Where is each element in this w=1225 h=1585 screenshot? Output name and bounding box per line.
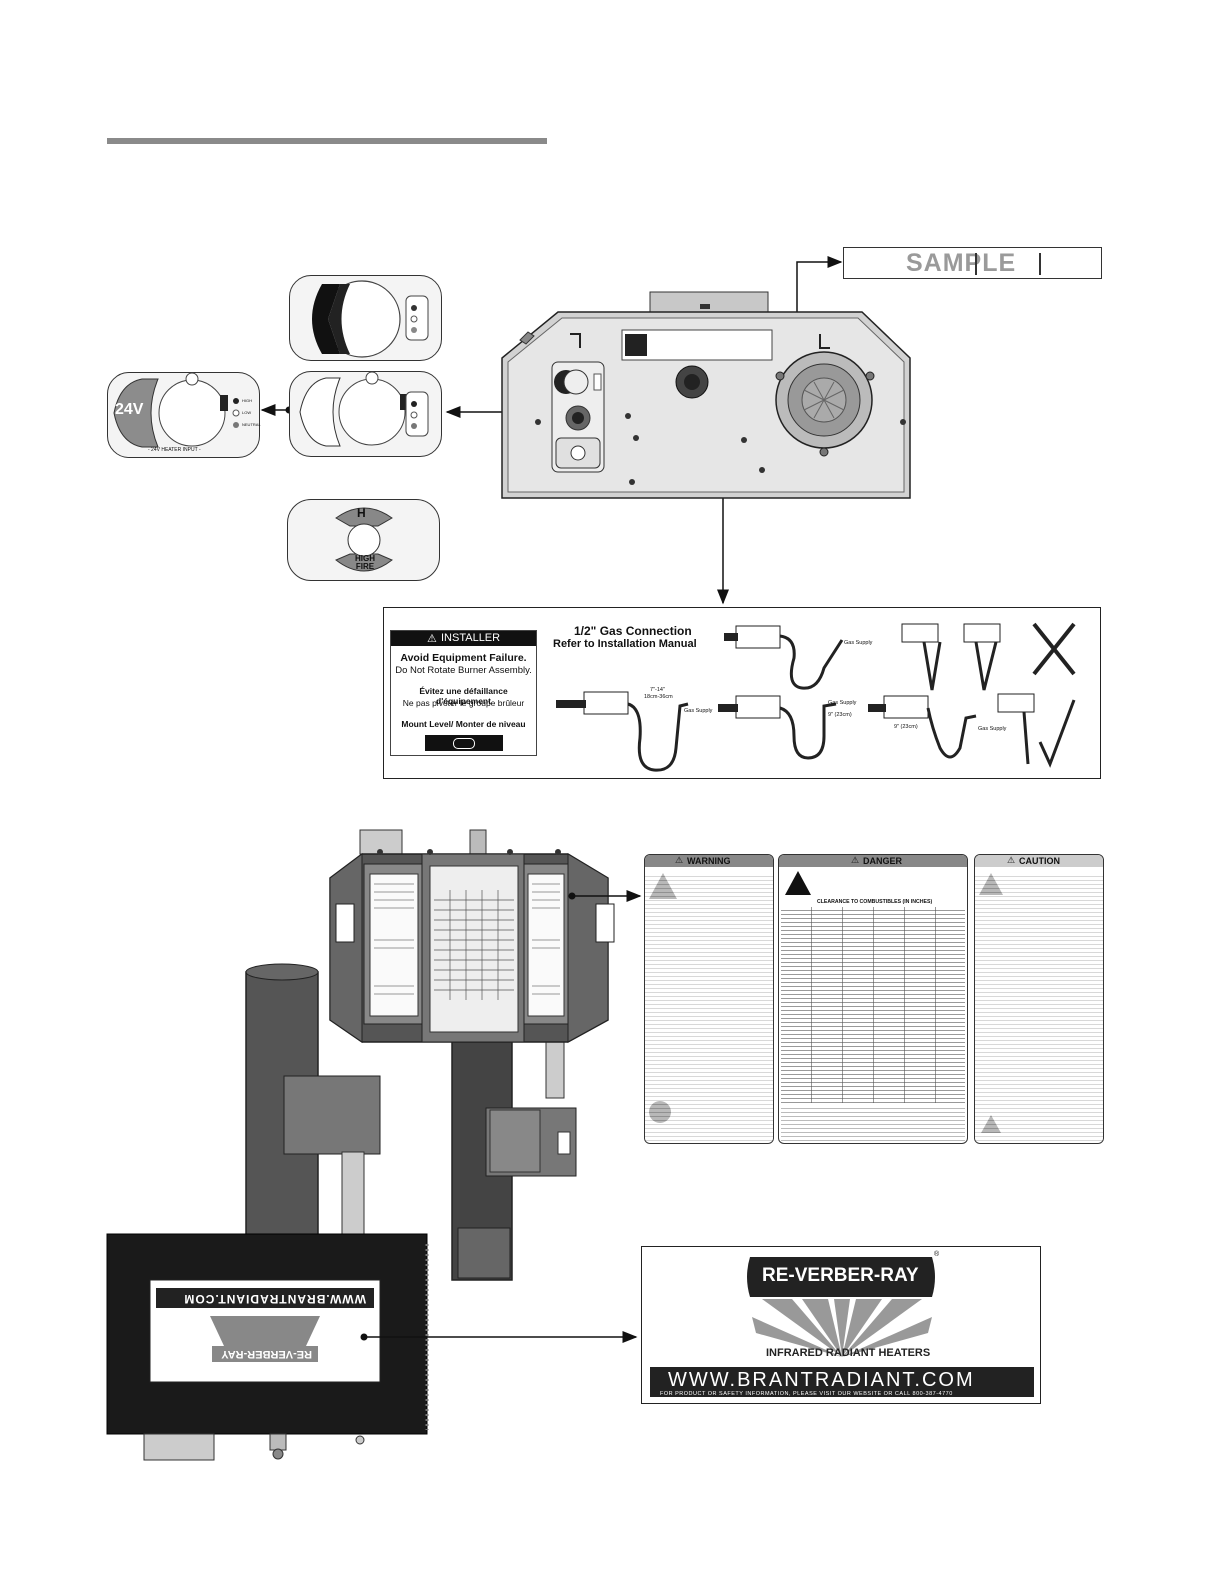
sample-label-box: SAMPLE	[843, 247, 1102, 279]
level-indicator-icon	[425, 735, 503, 751]
gas-connection-title-1: 1/2" Gas Connection	[574, 624, 692, 638]
warning-icon: ⚠	[675, 855, 684, 865]
gas-connection-label: ⚠ INSTALLER Avoid Equipment Failure. Do …	[383, 607, 1101, 779]
danger-fire-icon	[785, 871, 811, 895]
gas-supply-label-1: Gas Supply	[844, 640, 873, 646]
warning-title: WARNING	[687, 856, 731, 866]
installer-line-2: Do Not Rotate Burner Assembly.	[395, 665, 532, 676]
gas-connection-diagrams	[556, 622, 1076, 772]
inverted-brand-label: WWW.BRANTRADIANT.COM RE-VERBER-RAY	[150, 1280, 380, 1382]
caution-label: ⚠ CAUTION	[974, 854, 1104, 1144]
high-fire-switch-panel: H HIGH FIRE	[287, 499, 440, 581]
sample-label-text: SAMPLE	[906, 249, 1017, 277]
danger-title: DANGER	[863, 856, 903, 866]
sample-label-divider	[975, 253, 977, 275]
inverted-website: WWW.BRANTRADIANT.COM	[183, 1292, 366, 1306]
gas-supply-label-2: Gas Supply	[684, 708, 713, 714]
brand-footer: FOR PRODUCT OR SAFETY INFORMATION, PLEAS…	[660, 1391, 953, 1397]
installer-header: ⚠ INSTALLER	[391, 631, 536, 646]
registered-mark: ®	[934, 1251, 940, 1258]
gas-connection-title-2: Refer to Installation Manual	[553, 638, 697, 650]
danger-icon: ⚠	[851, 855, 860, 865]
installer-box: ⚠ INSTALLER Avoid Equipment Failure. Do …	[390, 630, 537, 756]
dim-9in-label-2: 9" (23cm)	[894, 724, 918, 730]
inverted-brand-name: RE-VERBER-RAY	[221, 1348, 312, 1360]
brand-name: RE-VERBER-RAY	[762, 1265, 919, 1286]
led-label-low: LOW	[242, 410, 252, 415]
caution-icon: ⚠	[1007, 855, 1016, 865]
control-panel-detail-top	[289, 275, 442, 361]
brand-tagline: INFRARED RADIANT HEATERS	[766, 1347, 931, 1359]
dim-range-metric-label: 18cm-36cm	[644, 694, 673, 700]
brand-website: WWW.BRANTRADIANT.COM	[668, 1369, 975, 1391]
heater-input-footer: - 24V HEATER INPUT -	[148, 447, 201, 453]
installer-header-text: INSTALLER	[441, 632, 501, 644]
installer-line-3: Évitez une défaillance d'équipement	[419, 686, 508, 706]
dim-9in-label-1: 9" (23cm)	[828, 712, 852, 718]
dim-range-label: 7"-14"	[650, 687, 665, 693]
brand-logo-panel: RE-VERBER-RAY ® INFRARED RADIANT HEATERS…	[641, 1246, 1041, 1404]
burner-box-front-view	[500, 290, 916, 500]
danger-subtitle: CLEARANCE TO COMBUSTIBLES (IN INCHES)	[817, 899, 933, 905]
led-label-neutral: NEUTRAL	[242, 422, 261, 427]
sample-label-divider	[1039, 253, 1041, 275]
caution-title: CAUTION	[1019, 856, 1060, 866]
installer-line-4: Ne pas pivoter le groupe brûleur	[402, 698, 525, 708]
switch-bottom-label: HIGH FIRE	[355, 554, 375, 571]
control-panel-detail-middle	[289, 371, 442, 457]
sunburst-logo-icon	[650, 1257, 1034, 1397]
warning-label: ⚠ WARNING	[644, 854, 774, 1144]
installer-line-1: Avoid Equipment Failure.	[400, 652, 527, 664]
voltage-label: 24V	[115, 401, 144, 418]
installer-line-5: Mount Level/ Monter de niveau	[401, 719, 526, 729]
section-title-rule	[107, 138, 547, 144]
gas-supply-label-4: Gas Supply	[978, 726, 1007, 732]
heater-input-panel: 24V HIGH LOW NEUTRAL - 24V HEATER INPUT …	[107, 372, 261, 458]
danger-label: ⚠ DANGER CLEARANCE TO COMBUSTIBLES (IN I…	[778, 854, 968, 1144]
led-label-high: HIGH	[242, 398, 252, 403]
switch-top-label: H	[357, 506, 366, 520]
gas-supply-label-3: Gas Supply	[828, 700, 857, 706]
warning-triangle-icon: ⚠	[427, 633, 437, 645]
